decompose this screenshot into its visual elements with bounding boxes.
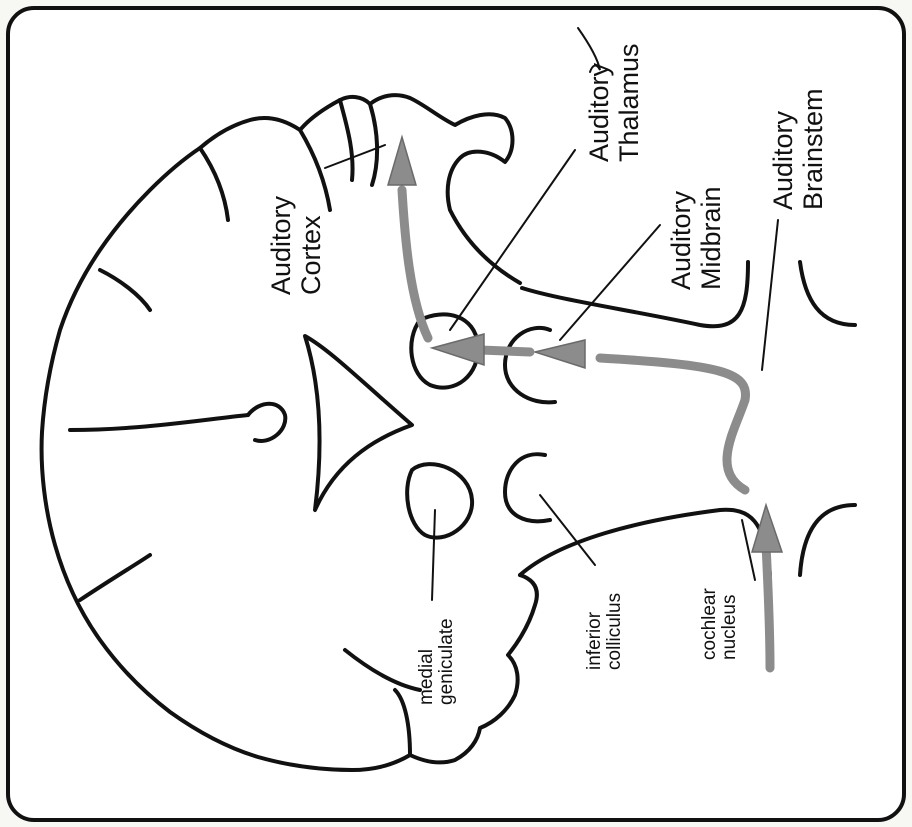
pathway-line <box>480 350 530 352</box>
pathway-line <box>766 545 770 668</box>
label-auditory-thalamus: Auditory Thalamus <box>584 43 644 162</box>
label-auditory-midbrain: Auditory Midbrain <box>666 183 726 290</box>
label-auditory-brainstem: Auditory Brainstem <box>768 88 828 210</box>
